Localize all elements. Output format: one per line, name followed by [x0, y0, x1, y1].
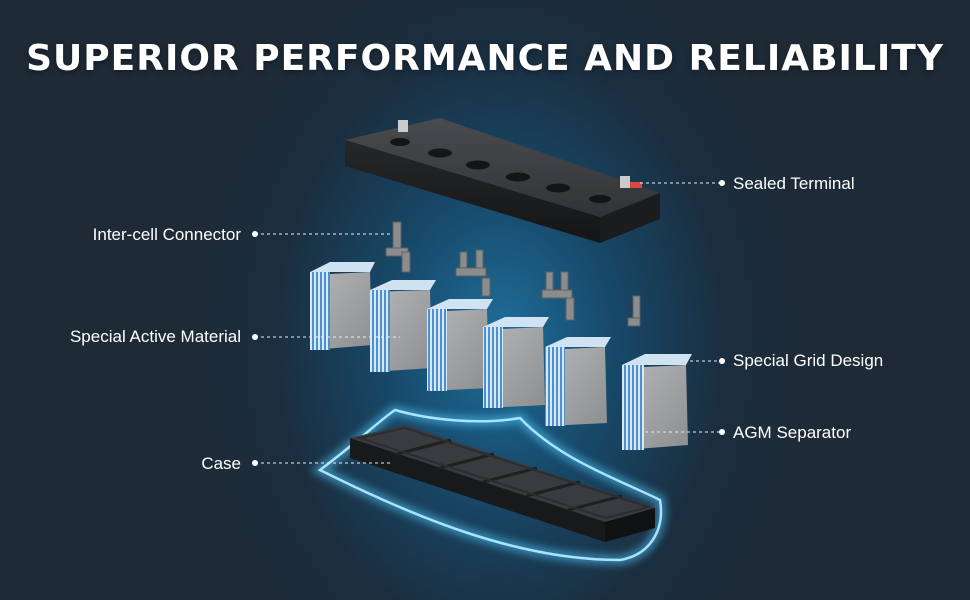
- battery-lid: [345, 118, 660, 243]
- callout-leaders: [255, 182, 722, 464]
- plate-stack-6: [622, 354, 692, 450]
- label-agm-separator: AGM Separator: [733, 423, 852, 442]
- callout-dots: [252, 180, 725, 466]
- plate-stack-1: [310, 262, 375, 350]
- dot-special-active-material: [252, 334, 258, 340]
- label-case: Case: [201, 454, 241, 473]
- plate-stack-5: [545, 337, 611, 426]
- label-inter-cell-connector: Inter-cell Connector: [92, 225, 241, 244]
- label-special-active-material: Special Active Material: [69, 327, 241, 346]
- inter-cell-connectors: [385, 221, 641, 327]
- dot-sealed-terminal: [719, 180, 725, 186]
- dot-agm-separator: [719, 429, 725, 435]
- battery-case: [350, 425, 655, 542]
- label-special-grid-design: Special Grid Design: [733, 351, 884, 370]
- page-title: SUPERIOR PERFORMANCE AND RELIABILITY: [26, 38, 944, 79]
- shield-glow: [310, 404, 666, 566]
- plate-stack-4: [483, 317, 549, 408]
- plate-stack-2: [370, 280, 436, 372]
- plate-stacks: [310, 262, 692, 450]
- dot-inter-cell-connector: [252, 231, 258, 237]
- label-sealed-terminal: Sealed Terminal: [733, 174, 855, 193]
- plate-stack-3: [427, 299, 493, 391]
- dot-case: [252, 460, 258, 466]
- dot-special-grid-design: [719, 358, 725, 364]
